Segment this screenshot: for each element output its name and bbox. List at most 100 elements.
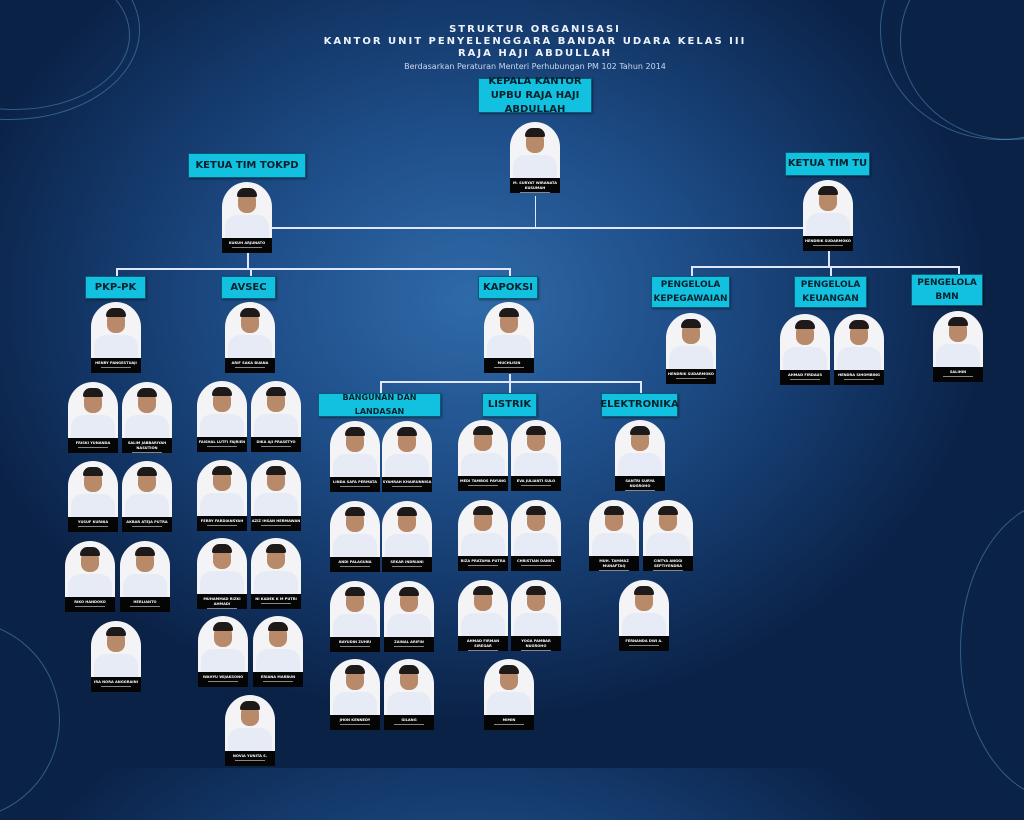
person-photo <box>780 314 830 370</box>
person-name: GILANG <box>401 718 417 722</box>
person-name: ZAINAL ARIFIN <box>394 640 424 644</box>
person-photo <box>803 180 853 236</box>
person-nameplate: GILANG <box>384 715 434 730</box>
person-nameplate: MUH. TAMMAZ MUNAFTAQ <box>589 556 639 571</box>
person-card: SALIHIN <box>933 311 983 382</box>
person-nameplate: RIKO HANDOKO <box>65 597 115 612</box>
person-card: ARIF SAKA BUANA <box>225 302 275 373</box>
person-photo <box>197 381 247 437</box>
person-nameplate: M. SURYAT WIRANATA KUSUMAH <box>510 178 560 193</box>
title-line2: KANTOR UNIT PENYELENGGARA BANDAR UDARA K… <box>323 36 747 47</box>
connector-line <box>828 248 830 266</box>
person-card: ZAINAL ARIFIN <box>384 581 434 652</box>
person-name: EVA JULIANTI SULO <box>516 479 556 483</box>
person-card: SYAHRAH KHAIRUNNISA <box>382 421 432 492</box>
person-nameplate: HERLIANTO <box>120 597 170 612</box>
person-name: FRISKI YUNANDA <box>75 441 111 445</box>
person-name: AHMAD FIRDAUS <box>787 373 823 377</box>
person-nameplate: AHMAD FIRMAN SIREGAR <box>458 636 508 651</box>
person-photo <box>384 581 434 637</box>
person-photo <box>382 501 432 557</box>
person-nameplate: LINDA SAFA PERMATA <box>330 477 380 492</box>
person-photo <box>330 581 380 637</box>
person-name: RIZA PRATAMA PUTRA <box>460 559 506 563</box>
person-nameplate: ZAINAL ARIFIN <box>384 637 434 652</box>
person-name: YUSUF KURNIA <box>77 520 109 524</box>
person-name: HENDRA SIHOMBING <box>838 373 880 377</box>
person-name: SALIM JABBARIYAH NASUTION <box>127 441 167 450</box>
person-card: NI KADEK K M PUTRI <box>251 538 301 609</box>
person-nameplate: NOVIA YUNITA S. <box>225 751 275 766</box>
person-card: AKBAR ATEJA PUTRA <box>122 461 172 532</box>
person-card: ANDI PALAGUNA <box>330 501 380 572</box>
connector-line <box>116 268 118 276</box>
person-photo <box>91 621 141 677</box>
person-photo <box>382 421 432 477</box>
person-card: WAHYU WIJAKSONO <box>198 616 248 687</box>
person-nameplate: IRA NORA ANGGRAINI <box>91 677 141 692</box>
person-photo <box>251 538 301 594</box>
person-photo <box>589 500 639 556</box>
person-photo <box>225 302 275 358</box>
person-photo <box>511 580 561 636</box>
person-card: HENRY PANGESTUAJI <box>91 302 141 373</box>
box-kepala: KEPALA KANTOR UPBU RAJA HAJI ABDULLAH <box>478 76 592 115</box>
person-photo <box>643 500 693 556</box>
connector-line <box>509 268 511 276</box>
person-nameplate: YUSUF KURNIA <box>68 517 118 532</box>
person-nameplate: BAYUDIN ZUHRI <box>330 637 380 652</box>
person-photo <box>834 314 884 370</box>
box-listrik: LISTRIK <box>482 393 537 417</box>
person-photo <box>484 659 534 715</box>
person-name: NI KADEK K M PUTRI <box>255 597 297 601</box>
person-photo <box>484 302 534 358</box>
person-card: MIMIN <box>484 659 534 730</box>
person-name: MEDI TAMBOS PAYUNG <box>460 479 506 483</box>
box-pkppk: PKP-PK <box>85 276 146 299</box>
person-photo <box>251 381 301 437</box>
connector-line <box>535 196 536 227</box>
person-card: M. SURYAT WIRANATA KUSUMAH <box>510 122 560 193</box>
person-card: ERIANA MARBUN <box>253 616 303 687</box>
person-card: HENDRIK SUDARMOKO <box>803 180 853 251</box>
person-photo <box>458 500 508 556</box>
connector-line <box>250 268 252 276</box>
person-card: SALIM JABBARIYAH NASUTION <box>122 382 172 453</box>
person-photo <box>122 461 172 517</box>
person-name: HENRY PANGESTUAJI <box>95 361 137 365</box>
person-card: NOVIA YUNITA S. <box>225 695 275 766</box>
person-name: IRA NORA ANGGRAINI <box>94 680 138 684</box>
box-bmn: PENGELOLA BMN <box>911 274 983 306</box>
person-photo <box>197 460 247 516</box>
box-keuangan: PENGELOLA KEUANGAN <box>794 276 867 308</box>
person-photo <box>198 616 248 672</box>
person-card: SEKAR INDRIANI <box>382 501 432 572</box>
person-nameplate: SALIM JABBARIYAH NASUTION <box>122 438 172 453</box>
person-card: CINTYA ANGGI SEPTIYENDRA <box>643 500 693 571</box>
person-card: MEDI TAMBOS PAYUNG <box>458 420 508 491</box>
person-card: YOGA PAMBAR NUGROHO <box>511 580 561 651</box>
connector-line <box>380 381 382 393</box>
person-name: MIMIN <box>502 718 516 722</box>
person-photo <box>251 460 301 516</box>
person-nameplate: HENDRIK SUDARMOKO <box>803 236 853 251</box>
person-name: HERLIANTO <box>133 600 157 604</box>
person-nameplate: SYAHRAH KHAIRUNNISA <box>382 477 432 492</box>
person-name: LINDA SAFA PERMATA <box>333 480 377 484</box>
subtitle: Berdasarkan Peraturan Menteri Perhubunga… <box>404 62 666 71</box>
box-tokpd: KETUA TIM TOKPD <box>188 153 306 178</box>
person-photo <box>330 659 380 715</box>
person-card: IRA NORA ANGGRAINI <box>91 621 141 692</box>
person-photo <box>384 659 434 715</box>
person-nameplate: HENDRIK SUDARMOKO <box>666 369 716 384</box>
person-name: FERRY FARDIANSYAH <box>200 519 244 523</box>
person-nameplate: MEDI TAMBOS PAYUNG <box>458 476 508 491</box>
person-photo <box>68 461 118 517</box>
person-name: SANTRI SURYA NUGROHO <box>625 479 655 488</box>
person-nameplate: NI KADEK K M PUTRI <box>251 594 301 609</box>
person-photo <box>68 382 118 438</box>
person-photo <box>225 695 275 751</box>
box-bangunan: BANGUNAN DAN LANDASAN <box>318 393 441 417</box>
person-name: MUHAMMAD RIZKI AHMADI <box>203 597 241 606</box>
person-name: CINTYA ANGGI SEPTIYENDRA <box>653 559 683 568</box>
